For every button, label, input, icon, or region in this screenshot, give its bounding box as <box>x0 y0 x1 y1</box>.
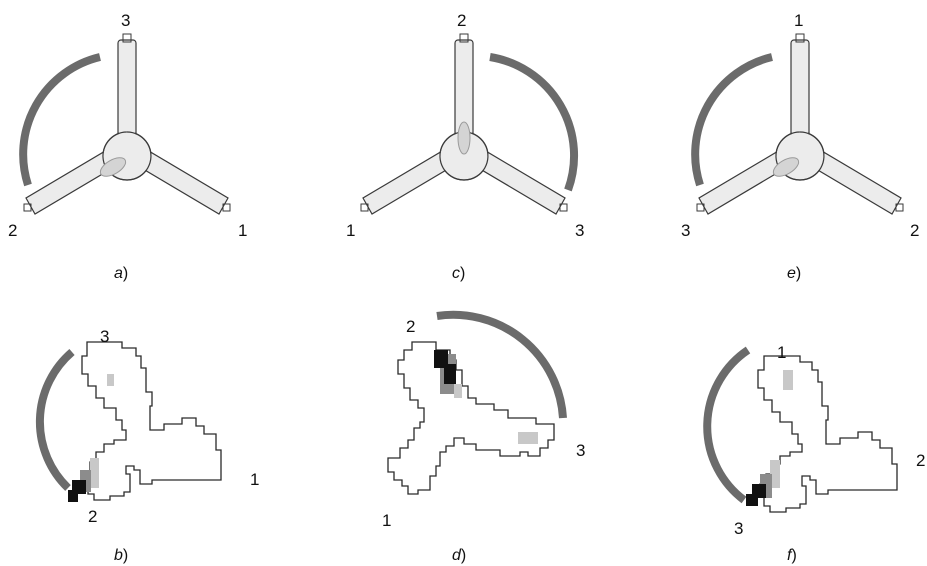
density-spot-light <box>454 384 462 398</box>
rotor-hub-outline <box>439 131 489 181</box>
region-label-top: 2 <box>406 317 415 336</box>
region-label-top: 1 <box>777 343 786 362</box>
filled-region <box>457 121 471 155</box>
arm-label-right: 2 <box>910 221 919 240</box>
caption-suffix: ) <box>461 547 466 564</box>
caption-letter: a <box>114 265 123 282</box>
tip-marker-left <box>23 203 32 212</box>
three-arm-rotor <box>360 33 568 215</box>
rotation-arc <box>703 346 751 504</box>
rotor-arm-left-core <box>433 148 457 172</box>
density-spot-light <box>783 370 793 390</box>
density-spot-dark <box>434 350 448 368</box>
rotor-arm-left-core <box>96 148 120 172</box>
panel-caption: c) <box>452 265 465 282</box>
caption-letter: f <box>787 547 793 564</box>
region-label-right: 3 <box>576 441 585 460</box>
caption-letter: b <box>114 547 123 564</box>
density-spot-dark <box>444 364 456 384</box>
caption-suffix: ) <box>123 547 128 564</box>
region-label-bottom: 3 <box>734 519 743 538</box>
rotor-arm-right-core <box>807 148 831 172</box>
rotation-arc <box>436 310 567 419</box>
rotor-arm-left-core <box>769 148 793 172</box>
tip-marker-right <box>559 203 568 212</box>
filled-region <box>772 157 800 177</box>
rotation-arc <box>489 53 579 192</box>
region-label-right: 2 <box>916 451 925 470</box>
filled-region-outline <box>81 341 222 501</box>
density-spot-dark <box>746 494 758 506</box>
caption-suffix: ) <box>123 265 128 282</box>
panel-c: 2 1 3 c) <box>346 11 584 282</box>
panel-a: 3 2 1 a) <box>8 11 247 282</box>
tip-marker-left <box>696 203 705 212</box>
density-spot-light <box>518 432 538 444</box>
filled-region-outline <box>757 355 898 513</box>
rotation-arc <box>35 348 75 491</box>
panel-f: 1 3 2 f) <box>703 343 925 564</box>
panel-d: 2 1 3 d) <box>382 310 585 564</box>
arm-label-right: 1 <box>238 221 247 240</box>
rotor-arm-right-core <box>471 148 495 172</box>
region-label-bottom: 2 <box>88 507 97 526</box>
arm-label-left: 1 <box>346 221 355 240</box>
tip-marker-top <box>122 33 132 43</box>
rotation-arc <box>691 53 773 187</box>
three-arm-rotor <box>696 33 904 215</box>
density-spot-light <box>107 374 114 386</box>
arm-label-top: 2 <box>457 11 466 30</box>
region-label-bottom: 1 <box>382 511 391 530</box>
rotor-arm-top-core <box>792 120 808 140</box>
tip-marker-left <box>360 203 369 212</box>
caption-suffix: ) <box>791 547 796 564</box>
filled-region-outline <box>387 341 555 495</box>
tip-marker-right <box>895 203 904 212</box>
region-label-right: 1 <box>250 470 259 489</box>
panel-caption: d) <box>452 547 466 564</box>
density-spot-light <box>770 460 780 488</box>
region-label-top: 3 <box>100 327 109 346</box>
arm-label-top: 1 <box>794 11 803 30</box>
three-arm-rotor <box>23 33 231 215</box>
arm-label-left: 2 <box>8 221 17 240</box>
tip-marker-right <box>222 203 231 212</box>
arm-label-left: 3 <box>681 221 690 240</box>
arm-label-right: 3 <box>575 221 584 240</box>
caption-letter: c <box>452 265 460 282</box>
arm-label-top: 3 <box>121 11 130 30</box>
panel-caption: a) <box>114 265 128 282</box>
filled-region <box>99 157 127 177</box>
caption-suffix: ) <box>460 265 465 282</box>
tip-marker-top <box>459 33 469 43</box>
caption-suffix: ) <box>796 265 801 282</box>
rotor-arm-top-core <box>119 120 135 140</box>
panel-caption: e) <box>787 265 801 282</box>
panel-e: 1 3 2 e) <box>681 11 919 282</box>
rotor-arm-right-core <box>134 148 158 172</box>
rotor-hub-outline <box>102 131 152 181</box>
tip-marker-top <box>795 33 805 43</box>
rotation-arc <box>19 53 101 187</box>
panel-b: 3 2 1 b) <box>35 327 259 564</box>
panel-caption: b) <box>114 547 128 564</box>
density-spot-dark <box>68 490 78 502</box>
caption-letter: e <box>787 265 796 282</box>
panel-caption: f) <box>787 547 797 564</box>
caption-letter: d <box>452 547 462 564</box>
density-spot-light <box>90 458 99 488</box>
rotor-hub-outline <box>775 131 825 181</box>
